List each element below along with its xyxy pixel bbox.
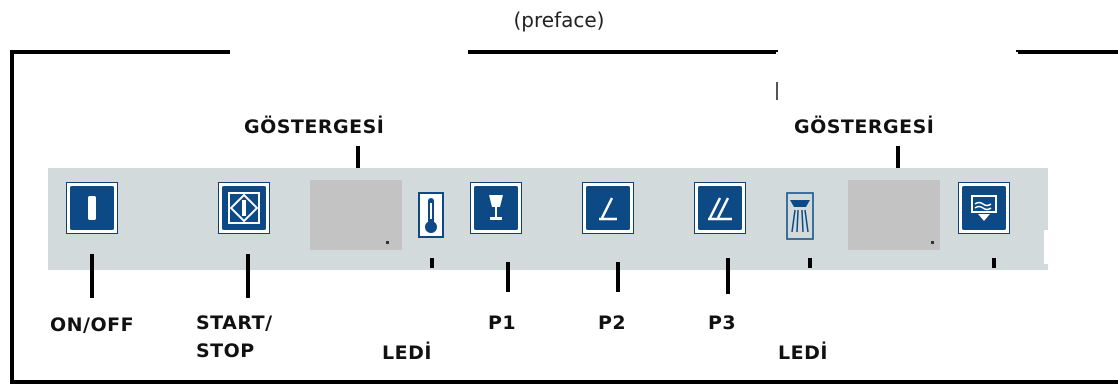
on-off-leader [90, 254, 94, 298]
display-label-left: GÖSTERGESİ [244, 116, 385, 138]
rinse-indicator [786, 192, 814, 240]
temperature-indicator [418, 192, 444, 238]
display-label-right: GÖSTERGESİ [794, 116, 935, 138]
temperature-led-leader [430, 258, 434, 268]
display-leader-left [356, 146, 360, 180]
bottom-mask-box [910, 290, 1118, 372]
frame-left [10, 50, 14, 384]
on-off-label: ON/OFF [50, 314, 135, 336]
start-stop-icon [228, 192, 260, 224]
start-stop-button[interactable] [218, 182, 270, 234]
p3-leader [726, 258, 730, 294]
left-display [310, 180, 402, 250]
frame-top-segment-2 [468, 50, 778, 54]
p3-label: P3 [708, 312, 737, 334]
frame-top-segment-1 [10, 50, 230, 54]
right-display [848, 180, 940, 250]
temperature-led-label: LEDİ [382, 342, 432, 364]
p1-label: P1 [488, 312, 517, 334]
p2-leader [616, 262, 620, 292]
right-display-dot [931, 241, 934, 244]
spray-icon [786, 192, 814, 240]
p1-leader [506, 262, 510, 292]
left-display-dot [386, 241, 389, 244]
frame-bottom [10, 380, 1118, 384]
drain-icon [971, 195, 997, 221]
mask-box [776, 52, 1018, 102]
rinse-led-leader [808, 258, 812, 268]
single-stroke-icon [599, 197, 617, 221]
thermometer-icon [425, 198, 437, 233]
mask-box-edge [776, 82, 778, 100]
glass-icon [489, 195, 503, 220]
p2-button[interactable] [582, 182, 634, 234]
panel-white-chip [1044, 230, 1060, 264]
drain-leader [992, 258, 996, 268]
display-leader-right [896, 146, 900, 180]
start-stop-label-line2: STOP [196, 340, 255, 362]
on-off-button[interactable] [66, 182, 118, 234]
start-stop-leader [246, 254, 250, 298]
frame-top-segment-3 [1016, 50, 1118, 54]
p3-button[interactable] [694, 182, 746, 234]
double-stroke-icon [708, 197, 732, 221]
caption: (preface) [513, 8, 605, 32]
p1-button[interactable] [470, 182, 522, 234]
p2-label: P2 [598, 312, 627, 334]
drain-button[interactable] [958, 182, 1010, 234]
start-stop-label-line1: START/ [196, 312, 273, 334]
power-icon [88, 196, 96, 220]
rinse-led-label: LEDİ [778, 342, 828, 364]
